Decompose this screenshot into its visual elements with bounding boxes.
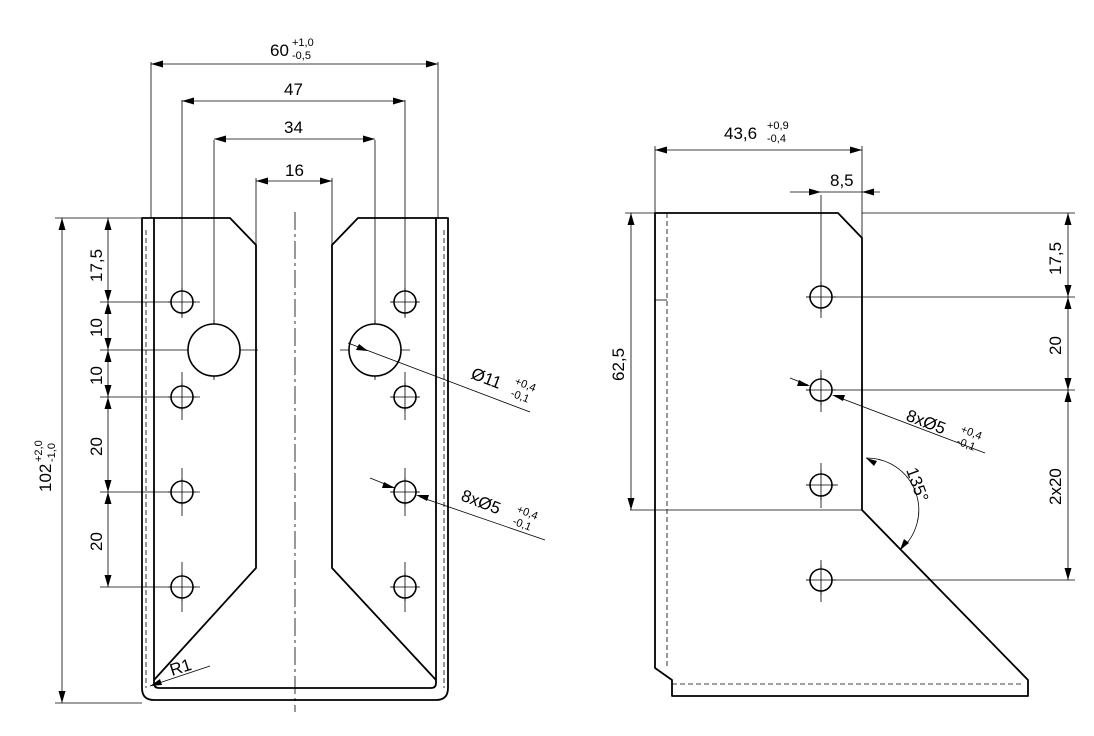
side-outline	[654, 212, 1029, 697]
dim-47-value: 47	[284, 80, 303, 99]
vdim-17-5: 17,5	[87, 249, 106, 282]
dim-width-43-6: 43,6 +0,9 -0,4	[655, 120, 862, 154]
vdim-20-a: 20	[87, 437, 106, 456]
hole-crosshairs	[168, 288, 419, 601]
side-hole-crosshairs	[806, 282, 836, 595]
dim-47: 47	[182, 80, 405, 105]
right-plate-outline	[331, 217, 437, 681]
dim-102-tol-upper: +2,0	[33, 440, 45, 462]
dim-62-5-value: 62,5	[609, 348, 628, 381]
hole-large	[187, 323, 241, 377]
side-view: 43,6 +0,9 -0,4 8,5 62,5 17,5	[609, 120, 1075, 697]
dim-102-tol-lower: -1,0	[46, 443, 58, 462]
dim-43-6-tol-upper: +0,9	[767, 120, 789, 132]
dim-height-62-5: 62,5	[609, 213, 635, 510]
dim-stack-right: 17,5 20 2x20	[1046, 213, 1072, 580]
hole-large	[348, 323, 402, 377]
side-vdim-17-5: 17,5	[1046, 242, 1065, 275]
angle-label: 135°	[902, 465, 932, 505]
large-hole-label: Ø11	[469, 364, 505, 393]
vdim-10-b: 10	[87, 366, 106, 385]
small-holes-label: 8xØ5	[459, 486, 504, 518]
dim-60-tol-upper: +1,0	[292, 37, 314, 49]
left-plate-outline	[153, 217, 257, 681]
vdim-20-b: 20	[87, 532, 106, 551]
vdim-10-a: 10	[87, 318, 106, 337]
side-holes-label: 8xØ5	[904, 406, 949, 438]
radius-label: R1	[167, 655, 194, 680]
dim-34-value: 34	[284, 118, 303, 137]
dim-43-6-value: 43,6	[724, 124, 757, 143]
side-vdim-2x20: 2x20	[1046, 468, 1065, 505]
dim-102-value: 102	[36, 464, 55, 492]
dim-height-102: 102 +2,0 -1,0	[33, 218, 66, 703]
angle-135: 135°	[865, 457, 932, 551]
front-view: 60 +1,0 -0,5 47 34 16	[33, 37, 546, 712]
side-hole-center-lines	[630, 195, 1075, 602]
dim-43-6-tol-lower: -0,4	[767, 133, 786, 145]
dim-8-5-value: 8,5	[830, 171, 854, 190]
radius-leader: R1	[149, 655, 211, 687]
dim-16: 16	[256, 161, 332, 185]
dim-60-value: 60	[270, 41, 289, 60]
dim-16-value: 16	[285, 161, 304, 180]
dim-offset-8-5: 8,5	[790, 171, 880, 196]
dim-stack-left: 17,5 10 10 20 20	[87, 218, 112, 587]
dim-width-60: 60 +1,0 -0,5	[151, 37, 438, 68]
dim-60-tol-lower: -0,5	[292, 50, 311, 62]
leader-large-hole: Ø11 +0,4 -0,1	[347, 342, 538, 413]
dim-34: 34	[214, 118, 375, 143]
side-vdim-20: 20	[1046, 336, 1065, 355]
